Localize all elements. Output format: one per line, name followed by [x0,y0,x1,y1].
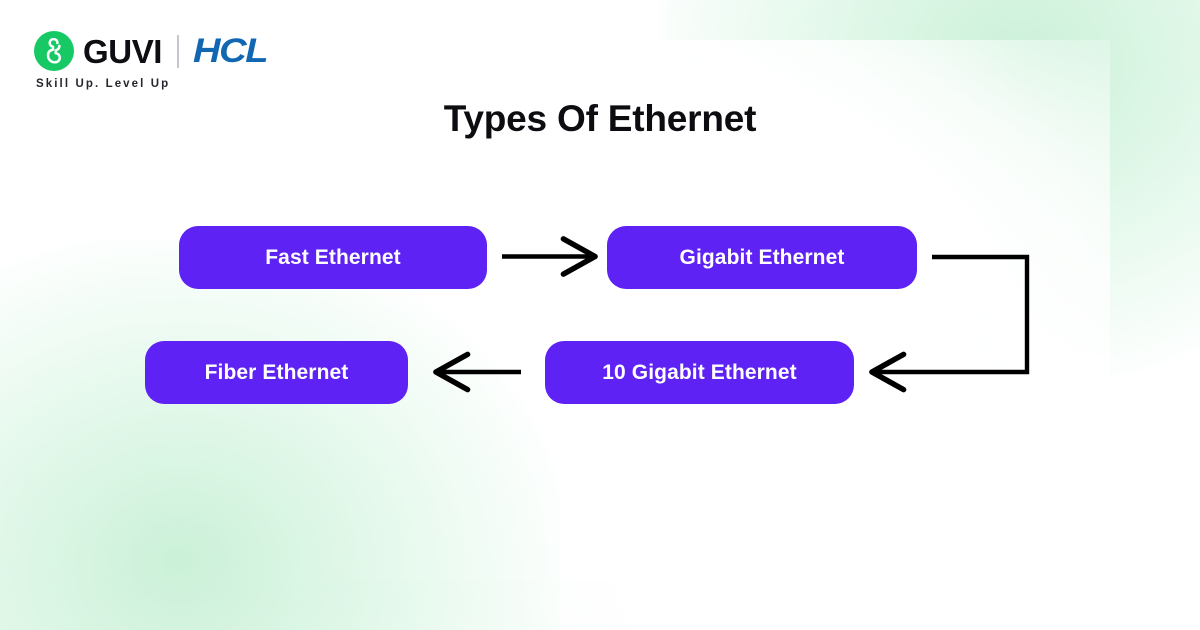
flow-node-fiber-ethernet[interactable]: Fiber Ethernet [145,341,408,404]
guvi-tagline: Skill Up. Level Up [36,78,171,90]
vertical-divider-icon [177,34,179,68]
flow-node-label: Fast Ethernet [265,245,401,269]
flow-node-fast-ethernet[interactable]: Fast Ethernet [179,226,487,289]
page-title: Types Of Ethernet [443,98,757,139]
flow-node-label: 10 Gigabit Ethernet [602,360,797,384]
flow-node-label: Fiber Ethernet [204,360,349,384]
brand-lockup: GUVI HCL Skill Up. Level Up [34,31,268,90]
guvi-wordmark: GUVI [83,32,163,70]
flow-node-gigabit-ethernet[interactable]: Gigabit Ethernet [607,226,917,289]
hcl-wordmark: HCL [192,32,269,70]
flow-node-label: Gigabit Ethernet [679,245,845,269]
guvi-g-icon [34,31,74,71]
flow-node-10-gigabit-ethernet[interactable]: 10 Gigabit Ethernet [545,341,854,404]
brand-logo-row: GUVI HCL [34,31,268,71]
